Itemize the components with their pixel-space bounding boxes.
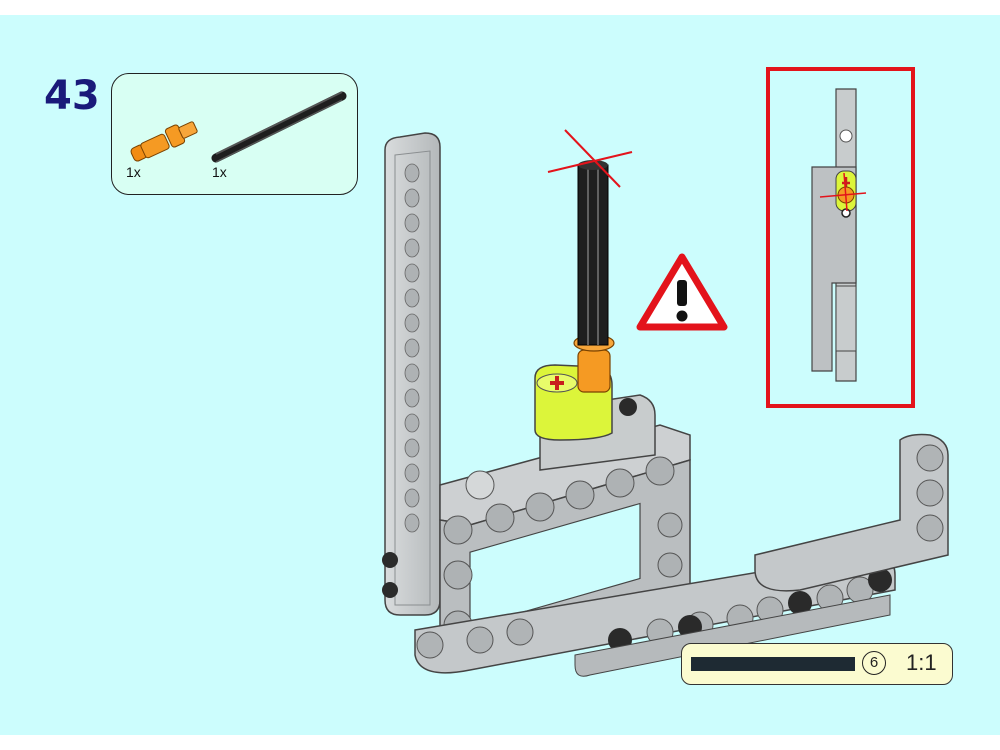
progress-bar bbox=[691, 657, 855, 671]
detail-callout bbox=[766, 67, 915, 408]
warning-triangle-icon bbox=[640, 257, 724, 327]
progress-fill bbox=[691, 657, 855, 671]
pieces-badge: 6 bbox=[862, 651, 886, 675]
l-beam-right bbox=[755, 435, 948, 591]
instruction-page: 43 1x 1x bbox=[0, 15, 1000, 735]
black-axle-installed bbox=[578, 160, 608, 345]
vertical-beam bbox=[382, 133, 440, 615]
scale-box: 6 1:1 bbox=[681, 643, 953, 685]
callout-illustration bbox=[770, 71, 911, 404]
scale-ratio: 1:1 bbox=[906, 650, 937, 676]
